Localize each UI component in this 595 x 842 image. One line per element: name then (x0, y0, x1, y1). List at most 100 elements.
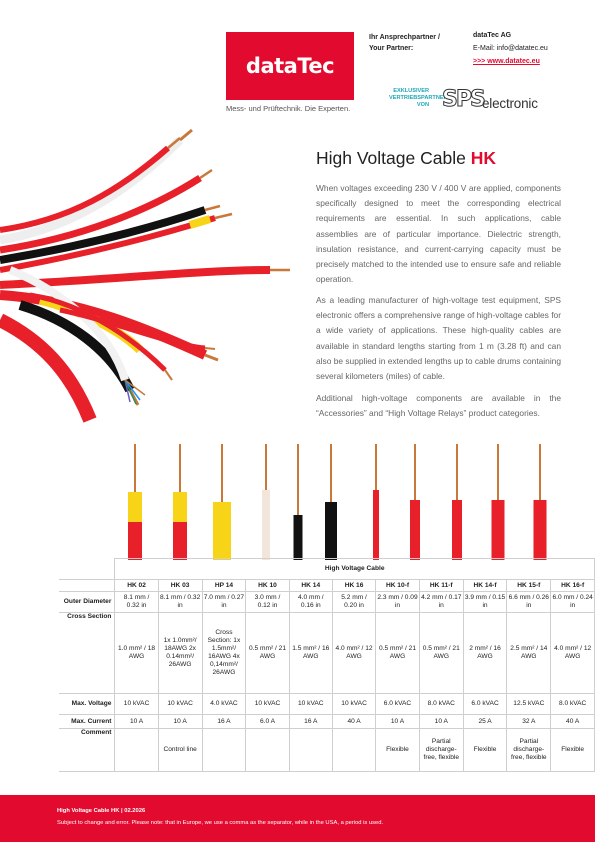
logo-text: dataTec (245, 54, 335, 78)
column-header: HK 10 (245, 579, 290, 592)
cable-sample-inner-jacket (373, 520, 379, 560)
table-cell: 8.0 kVAC (550, 693, 595, 715)
cable-sample-outer-jacket (491, 500, 505, 530)
table-cell: 8.1 mm / 0.32 in (114, 591, 159, 613)
column-header: HK 16 (331, 579, 377, 592)
table-cell: Control line (157, 728, 203, 772)
contact-website-link[interactable]: >>> www.datatec.eu (473, 58, 540, 65)
contact-email-link[interactable]: E-Mail: info@datatec.eu (473, 45, 548, 52)
cable-samples-row (128, 444, 547, 560)
cable-sample-inner-jacket (452, 530, 462, 560)
table-cell: 10 kVAC (157, 693, 203, 715)
page-title: High Voltage Cable HK (316, 148, 496, 169)
row-header: Max. Voltage (59, 693, 116, 715)
column-header: HK 15-f (506, 579, 552, 592)
table-cell: 40 A (550, 714, 595, 729)
table-corner-cell (59, 579, 116, 592)
datatec-logo[interactable]: dataTec (226, 32, 354, 100)
contact-label-line-1: Ihr Ansprechpartner / (369, 34, 440, 41)
table-cell (201, 728, 247, 772)
table-corner-cell (59, 558, 116, 580)
table-cell: 2.3 mm / 0.09 in (375, 591, 420, 613)
table-cell: Flexible (462, 728, 508, 772)
table-cell: 16 A (288, 714, 333, 729)
table-cell: 8.1 mm / 0.32 in (157, 591, 203, 613)
row-header: Cross Section (59, 612, 116, 694)
table-cell: 3.9 mm / 0.15 in (462, 591, 508, 613)
column-header: HK 14 (288, 579, 333, 592)
tagline: Mess- und Prüftechnik. Die Experten. (226, 104, 351, 113)
table-cell: 6.0 A (245, 714, 290, 729)
footer-title: High Voltage Cable HK | 02.2026 (57, 808, 146, 814)
cable-sample-outer-jacket (452, 500, 462, 530)
table-cell: Cross Section: 1x 1.5mm²/ 16AWG 4x 0,14m… (201, 612, 247, 694)
column-header: HK 16-f (550, 579, 595, 592)
column-header: HP 14 (201, 579, 247, 592)
sps-logo-word: electronic (482, 96, 538, 111)
table-cell: Partial discharge-free, flexible (506, 728, 552, 772)
title-accent: HK (470, 148, 496, 168)
table-cell: 2.5 mm² / 14 AWG (506, 612, 552, 694)
table-cell: 4.0 mm² / 12 AWG (331, 612, 377, 694)
intro-paragraph-2: As a leading manufacturer of high-voltag… (316, 295, 561, 382)
column-header: HK 11-f (418, 579, 464, 592)
table-cell: 10 kVAC (288, 693, 333, 715)
partner-line-3: VON (416, 102, 429, 108)
table-cell: 2 mm² / 16 AWG (462, 612, 508, 694)
table-cell: 1x 1.0mm²/ 18AWG 2x 0.14mm²/ 26AWG (157, 612, 203, 694)
table-cell: 8.0 kVAC (418, 693, 464, 715)
row-header: Max. Current (59, 714, 116, 729)
table-cell: 10 kVAC (245, 693, 290, 715)
cable-sample-inner-jacket (293, 545, 303, 560)
cable-sample-outer-jacket (325, 502, 337, 532)
cable-sample-outer-jacket (173, 492, 187, 522)
table-cell: 6.0 kVAC (375, 693, 420, 715)
table-cell: 10 kVAC (331, 693, 377, 715)
table-cell: 10 kVAC (114, 693, 159, 715)
table-cell: Flexible (375, 728, 420, 772)
cable-sample-outer-jacket (533, 500, 547, 530)
column-header: HK 03 (157, 579, 203, 592)
contact-label-line-2: Your Partner: (369, 45, 414, 52)
cable-sample-outer-jacket (213, 502, 231, 532)
table-cell: 4.0 kVAC (201, 693, 247, 715)
partner-line-2: VERTRIEBSPARTNER (389, 95, 448, 101)
table-cell (245, 728, 290, 772)
cable-sample-inner-jacket (173, 522, 187, 560)
row-header: Comment (59, 728, 116, 772)
table-cell: 10 A (157, 714, 203, 729)
cable-sample-inner-jacket (533, 530, 547, 560)
cable-sample-inner-jacket (491, 530, 505, 560)
table-caption-row: High Voltage Cable (59, 558, 595, 580)
table-cell: 4.0 mm / 0.16 in (288, 591, 333, 613)
table-cell (331, 728, 377, 772)
partner-text: EXKLUSIVER VERTRIEBSPARTNER VON (389, 88, 448, 109)
table-cell: 10 A (375, 714, 420, 729)
table-cell: 4.0 mm² / 12 AWG (550, 612, 595, 694)
cable-sample-inner-jacket (128, 522, 142, 560)
sps-logo-mark: SPS (442, 87, 487, 112)
cable-sample-outer-jacket (293, 515, 303, 545)
table-cell: 7.0 mm / 0.27 in (201, 591, 247, 613)
table-cell: 1.0 mm² / 18 AWG (114, 612, 159, 694)
table-cell: 5.2 mm / 0.20 in (331, 591, 377, 613)
table-cell (114, 728, 159, 772)
table-cell (288, 728, 333, 772)
row-header: Outer Diameter (59, 591, 116, 613)
table-cell: 3.0 mm / 0.12 in (245, 591, 290, 613)
cable-sample-inner-jacket (262, 520, 270, 560)
table-cell: 6.0 mm / 0.24 in (550, 591, 595, 613)
column-header: HK 14-f (462, 579, 508, 592)
cable-sample-outer-jacket (373, 490, 379, 520)
footer-bar (0, 795, 595, 842)
cable-sample-inner-jacket (325, 532, 337, 560)
table-cell: 0.5 mm² / 21 AWG (245, 612, 290, 694)
partner-line-1: EXKLUSIVER (393, 88, 429, 94)
